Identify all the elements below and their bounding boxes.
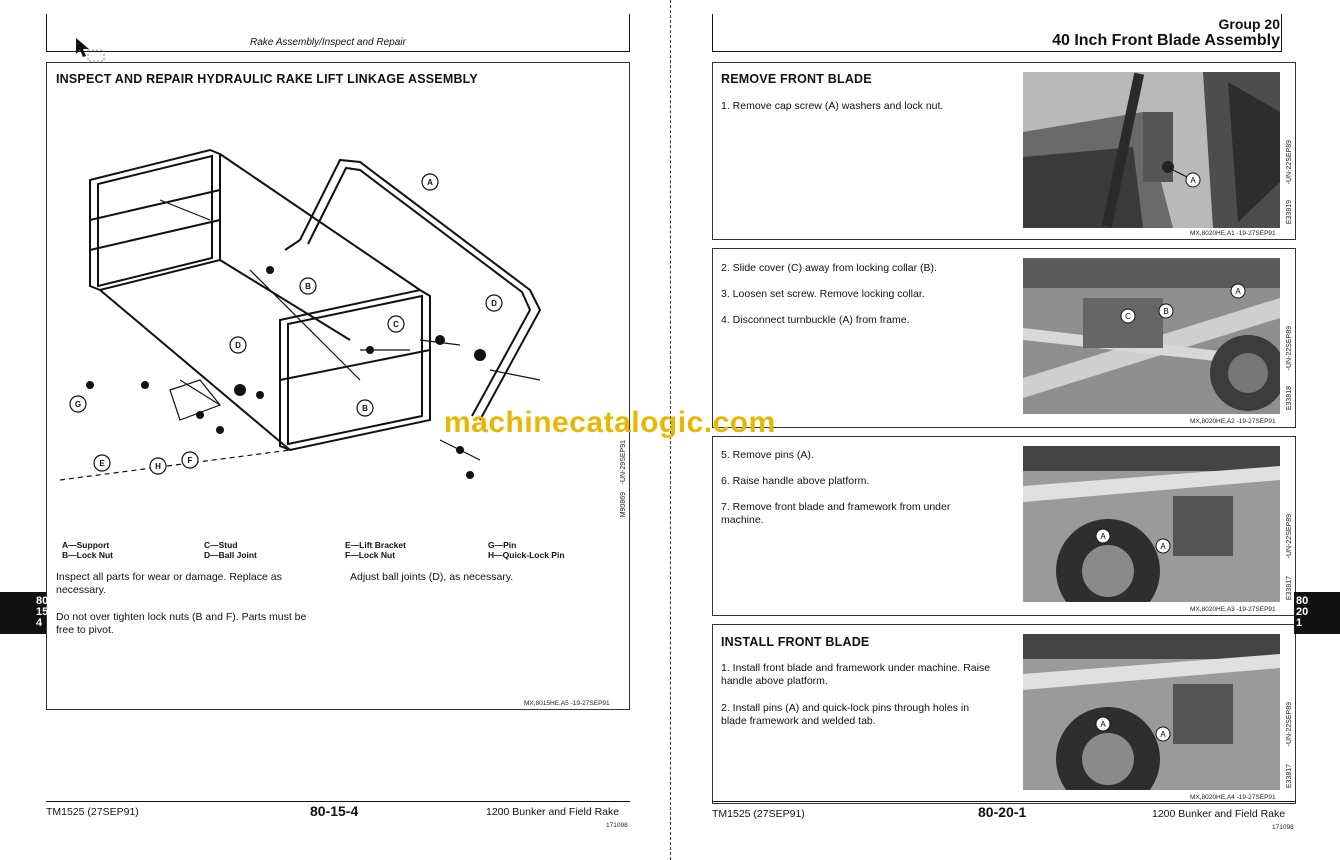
right-footer-small: 171098 bbox=[1272, 824, 1294, 831]
left-box-code: MX,8015HE,A5 -19-27SEP91 bbox=[524, 700, 610, 707]
diagram-label-e: E bbox=[99, 459, 105, 468]
diagram-label-b: B bbox=[305, 282, 311, 291]
diagram-label-f: F bbox=[188, 456, 193, 465]
photo2-callout-c: C bbox=[1125, 312, 1131, 321]
step-7: 7. Remove front blade and framework from… bbox=[721, 501, 951, 526]
left-footer-small: 171098 bbox=[606, 822, 628, 829]
right-footer-rule bbox=[712, 801, 1296, 802]
right-footer-title: 1200 Bunker and Field Rake bbox=[1152, 808, 1286, 820]
box1-code: MX,8020HE,A1 -19-27SEP91 bbox=[1190, 230, 1276, 237]
step-3: 3. Loosen set screw. Remove locking coll… bbox=[721, 288, 925, 300]
photo-install-pins: A A bbox=[1023, 634, 1280, 790]
photo-pins: A A bbox=[1023, 446, 1280, 602]
photo1-callout-a: A bbox=[1190, 176, 1196, 185]
diagram-label-b2: B bbox=[362, 404, 368, 413]
step-1: 1. Remove cap screw (A) washers and lock… bbox=[721, 100, 944, 112]
right-side-tab: 80 20 1 bbox=[1294, 592, 1340, 634]
left-side-tab: 80 15 4 bbox=[0, 592, 48, 634]
left-footer-rule bbox=[46, 801, 630, 802]
photo3-stamp: -UN-22SEP89 bbox=[1286, 514, 1293, 559]
photo2-callout-a: A bbox=[1235, 287, 1241, 296]
photo-turnbuckle: C B A bbox=[1023, 258, 1280, 414]
legend-e: E—Lift Bracket bbox=[345, 540, 406, 550]
photo2-code: E33818 bbox=[1286, 386, 1293, 411]
install-step-1: 1. Install front blade and framework und… bbox=[721, 662, 991, 687]
figure-stamp: -UN-29SEP91 bbox=[620, 440, 627, 485]
box2-code: MX,8020HE,A2 -19-27SEP91 bbox=[1190, 418, 1276, 425]
step-2: 2. Slide cover (C) away from locking col… bbox=[721, 262, 937, 274]
photo4-callout-a1: A bbox=[1100, 720, 1106, 729]
section-install-blade bbox=[712, 624, 1296, 804]
photo-cap-screw: A bbox=[1023, 72, 1280, 228]
legend-c: C—Stud bbox=[204, 540, 238, 550]
group-label: Group 20 bbox=[1218, 16, 1280, 32]
legend-g: G—Pin bbox=[488, 540, 517, 550]
install-step-2: 2. Install pins (A) and quick-lock pins … bbox=[721, 702, 970, 727]
photo1-stamp: -UN-22SEP89 bbox=[1286, 140, 1293, 185]
left-header-text: Rake Assembly/Inspect and Repair bbox=[250, 37, 406, 48]
install-blade-heading: INSTALL FRONT BLADE bbox=[721, 635, 870, 649]
left-content-box bbox=[46, 62, 630, 710]
rake-linkage-diagram: A B C D D B E F G H bbox=[60, 148, 542, 481]
photo4-callout-a2: A bbox=[1160, 730, 1166, 739]
figure-code: M90869 bbox=[620, 492, 627, 518]
step-6: 6. Raise handle above platform. bbox=[721, 475, 870, 487]
step-5: 5. Remove pins (A). bbox=[721, 449, 814, 461]
lock-nut-paragraph: Do not over tighten lock nuts (B and F).… bbox=[56, 611, 307, 636]
left-header bbox=[46, 14, 630, 52]
right-page-title: 40 Inch Front Blade Assembly bbox=[1052, 32, 1280, 49]
diagram-label-c: C bbox=[393, 320, 399, 329]
right-footer-page: 80-20-1 bbox=[978, 804, 1027, 820]
right-header bbox=[712, 14, 1282, 52]
box4-code: MX,8020HE,A4 -19-27SEP91 bbox=[1190, 794, 1276, 801]
photo4-code: E33817 bbox=[1286, 764, 1293, 789]
page-divider bbox=[670, 0, 671, 860]
diagram-label-d: D bbox=[491, 299, 497, 308]
left-section-title: INSPECT AND REPAIR HYDRAULIC RAKE LIFT L… bbox=[56, 72, 478, 86]
legend-d: D—Ball Joint bbox=[204, 550, 257, 560]
step-4: 4. Disconnect turnbuckle (A) from frame. bbox=[721, 314, 910, 326]
photo3-code: E33817 bbox=[1286, 576, 1293, 601]
photo1-code: E33819 bbox=[1286, 200, 1293, 225]
section-remove-blade bbox=[712, 62, 1296, 240]
box3-code: MX,8020HE,A3 -19-27SEP91 bbox=[1190, 606, 1276, 613]
right-footer-manual: TM1525 (27SEP91) bbox=[712, 808, 805, 820]
photo2-stamp: -UN-22SEP89 bbox=[1286, 326, 1293, 371]
photo2-callout-b: B bbox=[1163, 307, 1168, 316]
photo3-callout-a2: A bbox=[1160, 542, 1166, 551]
photo3-callout-a1: A bbox=[1100, 532, 1106, 541]
left-footer-title: 1200 Bunker and Field Rake bbox=[486, 806, 620, 818]
photo4-stamp: -UN-22SEP89 bbox=[1286, 702, 1293, 747]
mouse-cursor-icon bbox=[76, 38, 105, 62]
section-remove-pins bbox=[712, 436, 1296, 616]
left-footer-page: 80-15-4 bbox=[310, 803, 359, 819]
ball-joint-paragraph: Adjust ball joints (D), as necessary. bbox=[350, 571, 514, 583]
legend-f: F—Lock Nut bbox=[345, 550, 396, 560]
remove-blade-heading: REMOVE FRONT BLADE bbox=[721, 72, 872, 86]
left-footer-manual: TM1525 (27SEP91) bbox=[46, 806, 139, 818]
diagram-label-d2: D bbox=[235, 341, 241, 350]
diagram-label-g: G bbox=[75, 400, 81, 409]
legend-h: H—Quick-Lock Pin bbox=[488, 550, 565, 560]
diagram-label-h: H bbox=[155, 462, 161, 471]
section-locking-collar bbox=[712, 248, 1296, 428]
watermark-text: machinecatalogic.com bbox=[444, 406, 776, 439]
inspect-paragraph: Inspect all parts for wear or damage. Re… bbox=[56, 571, 282, 596]
legend-a: A—Support bbox=[62, 540, 110, 550]
diagram-label-a: A bbox=[427, 178, 433, 187]
legend-b: B—Lock Nut bbox=[62, 550, 113, 560]
